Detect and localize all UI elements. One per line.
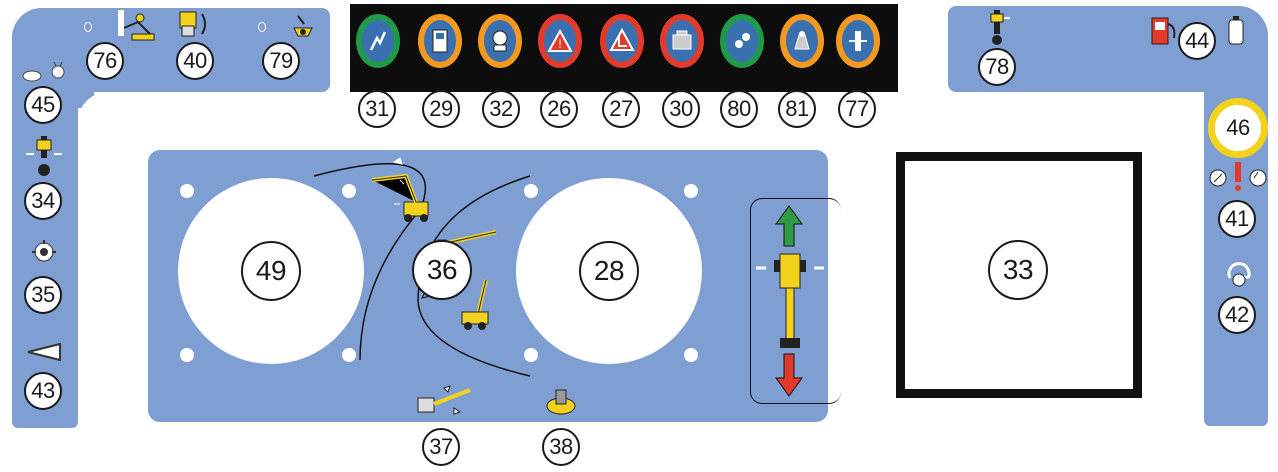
callout-44: 44 bbox=[1178, 22, 1216, 60]
platform-rotate-icon bbox=[544, 384, 578, 423]
fuel-pump-icon bbox=[1150, 14, 1178, 51]
callout-37: 37 bbox=[422, 428, 460, 466]
right-panel-inner-curve bbox=[1174, 92, 1204, 122]
tilt-alarm-icon bbox=[600, 14, 644, 68]
engine-fault-icon bbox=[660, 14, 704, 68]
boom-lift-lower-icon bbox=[452, 270, 502, 339]
indicator-dot-icon bbox=[258, 22, 266, 32]
callout-43: 43 bbox=[24, 372, 62, 410]
bolt-hole bbox=[342, 348, 356, 362]
turtle-rabbit-speed-icon bbox=[20, 61, 70, 89]
bolt-hole bbox=[524, 348, 538, 362]
callout-42: 42 bbox=[1218, 296, 1256, 334]
callout-78: 78 bbox=[978, 48, 1016, 86]
platform-overload-icon bbox=[780, 14, 824, 68]
callout-28: 28 bbox=[579, 241, 639, 301]
reverse-arrow-icon bbox=[774, 352, 804, 403]
emergency-stop-gauge-icon bbox=[1208, 158, 1268, 199]
jib-level-icon bbox=[986, 8, 1012, 53]
bolt-hole bbox=[180, 184, 194, 198]
callout-30: 30 bbox=[662, 90, 700, 128]
callout-40: 40 bbox=[176, 42, 214, 80]
forward-arrow-icon bbox=[774, 204, 804, 253]
callout-31: 31 bbox=[358, 90, 396, 128]
bolt-hole bbox=[684, 184, 698, 198]
jib-lift-icon bbox=[414, 384, 476, 423]
fuel-level-icon bbox=[418, 14, 462, 68]
callout-77: 77 bbox=[838, 90, 876, 128]
callout-34: 34 bbox=[24, 182, 62, 220]
bolt-hole bbox=[342, 184, 356, 198]
operator-platform-icon bbox=[112, 8, 156, 47]
bolt-hole bbox=[524, 184, 538, 198]
ignition-key-icon bbox=[1224, 258, 1254, 295]
callout-29: 29 bbox=[422, 90, 460, 128]
seat-switch-icon bbox=[176, 8, 212, 45]
callout-27: 27 bbox=[602, 90, 640, 128]
callout-79: 79 bbox=[262, 42, 300, 80]
callout-46: 46 bbox=[1208, 98, 1268, 158]
overload-zigzag-icon bbox=[356, 14, 400, 68]
drive-direction-panel bbox=[750, 198, 841, 404]
callout-76: 76 bbox=[86, 42, 124, 80]
engine-start-icon bbox=[30, 240, 58, 269]
boom-lift-upper-icon bbox=[366, 156, 446, 231]
jib-boom-icon bbox=[24, 130, 64, 183]
left-panel-inner-curve bbox=[78, 92, 108, 122]
callout-49: 49 bbox=[241, 241, 301, 301]
callout-35: 35 bbox=[24, 276, 62, 314]
svg-text:!: ! bbox=[558, 37, 561, 51]
drive-speed-icon bbox=[720, 14, 764, 68]
callout-38: 38 bbox=[542, 428, 580, 466]
bolt-hole bbox=[684, 348, 698, 362]
callout-32: 32 bbox=[482, 90, 520, 128]
indicator-dot-icon-small bbox=[84, 22, 92, 32]
bolt-hole bbox=[180, 348, 194, 362]
rotation-icon bbox=[836, 14, 880, 68]
engine-oil-icon bbox=[478, 14, 522, 68]
callout-41: 41 bbox=[1218, 200, 1256, 238]
drive-machine-icon bbox=[752, 250, 828, 355]
callout-33: 33 bbox=[988, 240, 1048, 300]
callout-45: 45 bbox=[24, 86, 62, 124]
callout-26: 26 bbox=[540, 90, 578, 128]
callout-81: 81 bbox=[778, 90, 816, 128]
callout-80: 80 bbox=[720, 90, 758, 128]
lpg-tank-icon bbox=[1226, 14, 1246, 51]
horn-icon bbox=[24, 342, 64, 367]
display-cutout-33 bbox=[896, 152, 1142, 398]
callout-36: 36 bbox=[412, 240, 472, 300]
warning-triangle-icon: ! bbox=[538, 14, 582, 68]
operator-horn-icon bbox=[290, 12, 316, 45]
